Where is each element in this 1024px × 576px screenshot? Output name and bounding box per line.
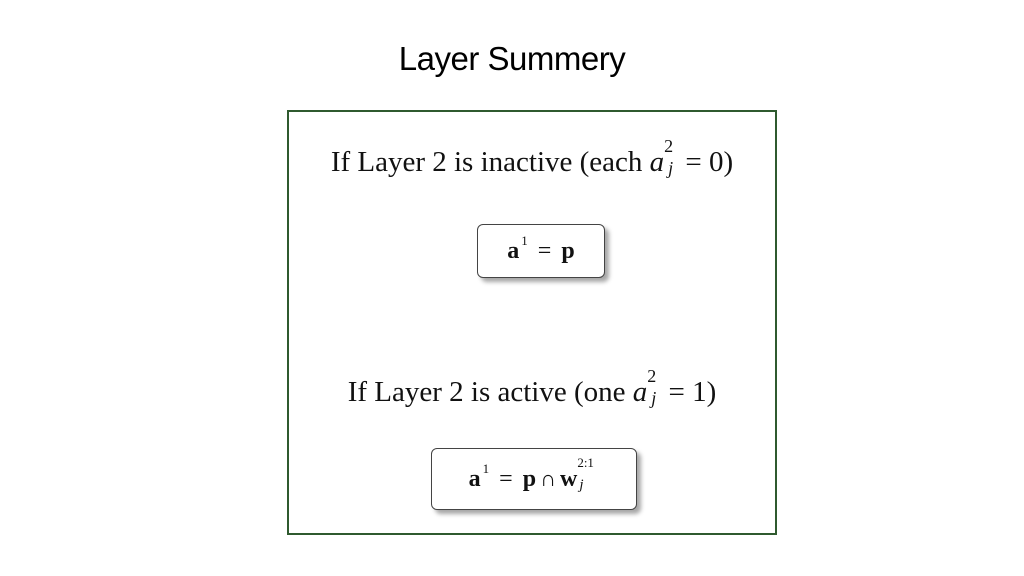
eq1-rhs: p [561,237,575,264]
slide-title: Layer Summery [398,40,626,77]
active-condition-suffix: = 1) [661,376,717,408]
active-condition-variable: a [632,376,648,408]
eq1-lhs: a [507,237,520,264]
eq2-w-subscript: j [579,477,584,493]
eq2-w: w [559,465,578,492]
eq1-equals: = [537,237,552,264]
eq2-w-superscript: 2:1 [577,455,594,470]
active-condition-subscript: j [651,388,657,408]
inactive-condition-superscript: 2 [664,136,674,156]
eq2-equals: = [499,465,513,492]
eq2-p: p [522,465,537,492]
eq2-superscript: 1 [482,461,490,476]
inactive-condition-suffix: = 0) [678,146,734,178]
inactive-condition-prefix: If Layer 2 is inactive (each [330,146,650,178]
active-condition-superscript: 2 [647,366,657,386]
active-condition-prefix: If Layer 2 is active (one [347,376,633,408]
inactive-condition-subscript: j [668,158,674,178]
eq2-w-indices: 2:1 j [577,455,599,493]
intersection-symbol: ∩ [540,466,556,491]
inactive-condition-variable: a [649,146,665,178]
eq1-superscript: 1 [521,233,528,248]
eq2-lhs: a [468,465,481,492]
